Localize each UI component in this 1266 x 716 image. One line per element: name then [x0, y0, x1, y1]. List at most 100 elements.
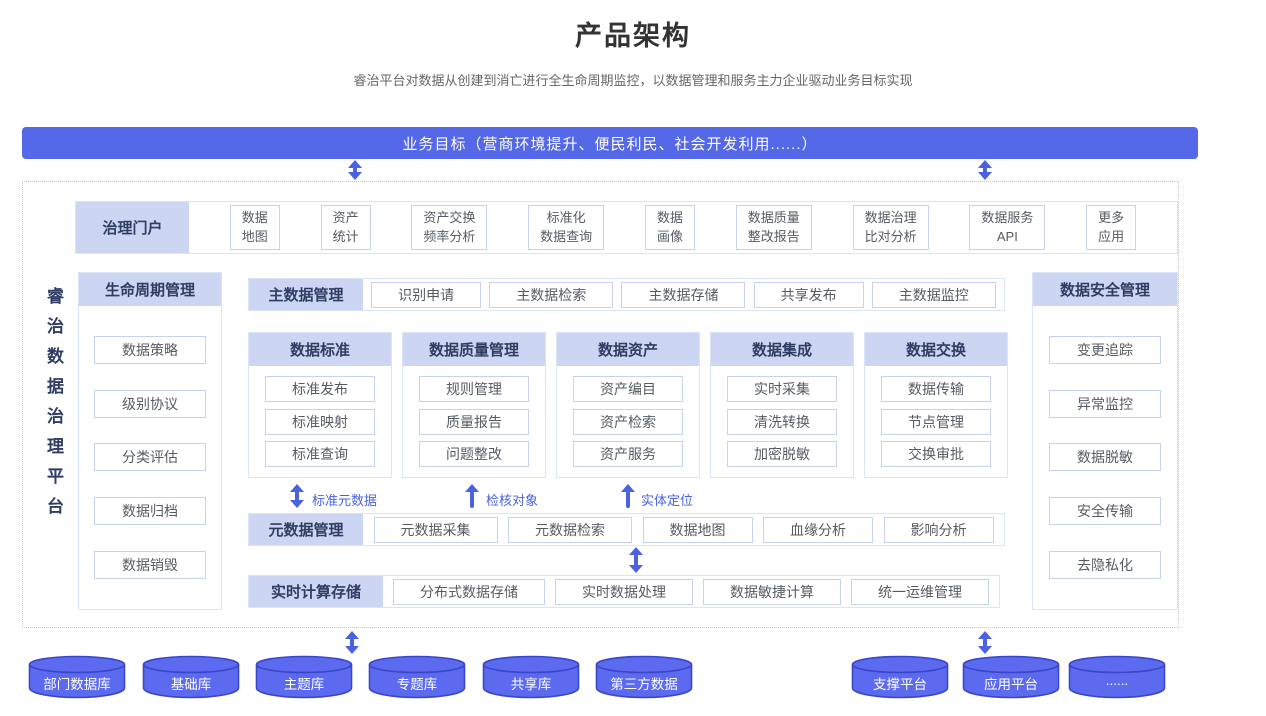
cylinder-icon — [28, 655, 126, 699]
lifecycle-items: 数据策略 级别协议 分类评估 数据归档 数据销毁 — [79, 306, 221, 609]
database-cylinder: 共享库 — [482, 655, 580, 700]
cylinder-icon — [595, 655, 693, 699]
portal-item-line: 更多 — [1098, 209, 1125, 225]
portal-item-line: 画像 — [656, 228, 683, 244]
business-goal-banner: 业务目标（营商环境提升、便民利民、社会开发利用......） — [22, 127, 1198, 159]
double-arrow-icon — [290, 484, 304, 508]
cylinder-label: 基础库 — [170, 677, 212, 692]
metadata-item: 元数据采集 — [373, 516, 498, 543]
platform-cylinder: ...... — [1068, 655, 1166, 700]
security-items: 变更追踪 异常监控 数据脱敏 安全传输 去隐私化 — [1033, 306, 1177, 609]
database-cylinder: 第三方数据 — [595, 655, 693, 700]
column-header: 数据资产 — [557, 333, 699, 366]
cylinder-icon — [962, 655, 1060, 699]
cylinder-label: 主题库 — [283, 677, 325, 692]
metadata-item: 数据地图 — [642, 516, 753, 543]
metadata-items: 元数据采集 元数据检索 数据地图 血缘分析 影响分析 — [363, 514, 1004, 545]
column-item: 标准映射 — [265, 408, 375, 435]
portal-item-more-apps: 更多应用 — [1086, 204, 1137, 251]
platform-cylinder: 支撑平台 — [851, 655, 949, 700]
metadata-item: 元数据检索 — [508, 516, 632, 543]
portal-item-line: 数据查询 — [540, 228, 593, 244]
security-header: 数据安全管理 — [1033, 273, 1177, 306]
portal-item-line: 数据质量 — [747, 209, 800, 225]
realtime-item: 数据敏捷计算 — [703, 578, 841, 605]
portal-item-line: 资产 — [332, 209, 359, 225]
portal-item-line: 数据 — [241, 209, 268, 225]
lifecycle-item: 数据销毁 — [94, 551, 206, 580]
portal-item-line: 频率分析 — [423, 228, 476, 244]
lifecycle-header: 生命周期管理 — [79, 273, 221, 306]
column-items: 数据传输 节点管理 交换审批 — [865, 366, 1007, 477]
column-item: 节点管理 — [881, 408, 991, 435]
security-item: 去隐私化 — [1049, 551, 1161, 580]
column-item: 问题整改 — [419, 440, 529, 467]
double-arrow-icon — [345, 631, 359, 654]
portal-header: 治理门户 — [76, 202, 189, 253]
column-item: 标准查询 — [265, 440, 375, 467]
cylinder-label: 应用平台 — [984, 677, 1038, 692]
column-item: 交换审批 — [881, 440, 991, 467]
cylinder-icon — [368, 655, 466, 699]
realtime-items: 分布式数据存储 实时数据处理 数据敏捷计算 统一运维管理 — [383, 576, 999, 607]
portal-items: 数据地图 资产统计 资产交换频率分析 标准化数据查询 数据画像 数据质量整改报告… — [189, 202, 1177, 253]
lifecycle-item: 数据策略 — [94, 335, 206, 364]
column-header: 数据标准 — [249, 333, 391, 366]
column-header: 数据集成 — [711, 333, 853, 366]
double-arrow-icon — [348, 160, 362, 180]
column-item: 资产编目 — [573, 376, 683, 403]
master-data-row: 主数据管理 识别申请 主数据检索 主数据存储 共享发布 主数据监控 — [248, 278, 1005, 311]
portal-item-line: 资产交换 — [423, 209, 476, 225]
platform-name-label: 睿治数据治理平台 — [44, 287, 63, 527]
master-data-item: 主数据监控 — [871, 281, 996, 308]
platform-boundary — [22, 181, 1179, 628]
column-item: 资产检索 — [573, 408, 683, 435]
portal-item-line: 整改报告 — [747, 228, 800, 244]
portal-item-quality-report: 数据质量整改报告 — [735, 204, 812, 251]
flow-label-entity-locate: 实体定位 — [641, 493, 694, 508]
cylinder-label: 专题库 — [396, 677, 438, 692]
realtime-row: 实时计算存储 分布式数据存储 实时数据处理 数据敏捷计算 统一运维管理 — [248, 575, 1000, 608]
metadata-header: 元数据管理 — [249, 514, 363, 545]
column-item: 规则管理 — [419, 376, 529, 403]
cylinder-icon — [482, 655, 580, 699]
portal-item-standard-query: 标准化数据查询 — [528, 204, 605, 251]
portal-item-service-api: 数据服务 API — [969, 204, 1046, 251]
security-panel: 数据安全管理 变更追踪 异常监控 数据脱敏 安全传输 去隐私化 — [1032, 272, 1178, 610]
page-title: 产品架构 — [575, 21, 691, 51]
portal-item-line: 应用 — [1098, 228, 1125, 244]
metadata-item: 血缘分析 — [763, 516, 873, 543]
double-arrow-icon — [629, 547, 643, 573]
portal-item-data-map: 数据地图 — [229, 204, 280, 251]
database-cylinder: 基础库 — [142, 655, 240, 700]
realtime-item: 分布式数据存储 — [393, 578, 545, 605]
portal-item-line: 数据治理 — [864, 209, 917, 225]
column-item: 清洗转换 — [727, 408, 837, 435]
portal-item-exchange-frequency: 资产交换频率分析 — [411, 204, 488, 251]
platform-cylinder: 应用平台 — [962, 655, 1060, 700]
master-data-items: 识别申请 主数据检索 主数据存储 共享发布 主数据监控 — [363, 279, 1004, 310]
cylinder-icon — [142, 655, 240, 699]
column-data-standard: 数据标准 标准发布 标准映射 标准查询 — [248, 332, 392, 478]
portal-item-line: 数据服务 — [981, 209, 1034, 225]
master-data-item: 主数据检索 — [489, 281, 614, 308]
cylinder-label: 支撑平台 — [873, 677, 927, 692]
portal-item-line: 标准化 — [546, 209, 586, 225]
database-cylinder: 主题库 — [255, 655, 353, 700]
column-items: 标准发布 标准映射 标准查询 — [249, 366, 391, 477]
up-arrow-icon — [465, 484, 479, 508]
portal-item-line: 比对分析 — [864, 228, 917, 244]
database-cylinder: 部门数据库 — [28, 655, 126, 700]
flow-label-standard-metadata: 标准元数据 — [312, 493, 378, 508]
portal-item-data-profile: 数据画像 — [644, 204, 695, 251]
portal-item-line: API — [996, 228, 1018, 244]
lifecycle-item: 数据归档 — [94, 497, 206, 526]
master-data-item: 识别申请 — [371, 281, 482, 308]
column-data-quality: 数据质量管理 规则管理 质量报告 问题整改 — [402, 332, 546, 478]
column-item: 实时采集 — [727, 376, 837, 403]
column-data-asset: 数据资产 资产编目 资产检索 资产服务 — [556, 332, 700, 478]
security-item: 变更追踪 — [1049, 335, 1161, 364]
metadata-row: 元数据管理 元数据采集 元数据检索 数据地图 血缘分析 影响分析 — [248, 513, 1005, 546]
cylinder-label: ...... — [1105, 673, 1129, 688]
